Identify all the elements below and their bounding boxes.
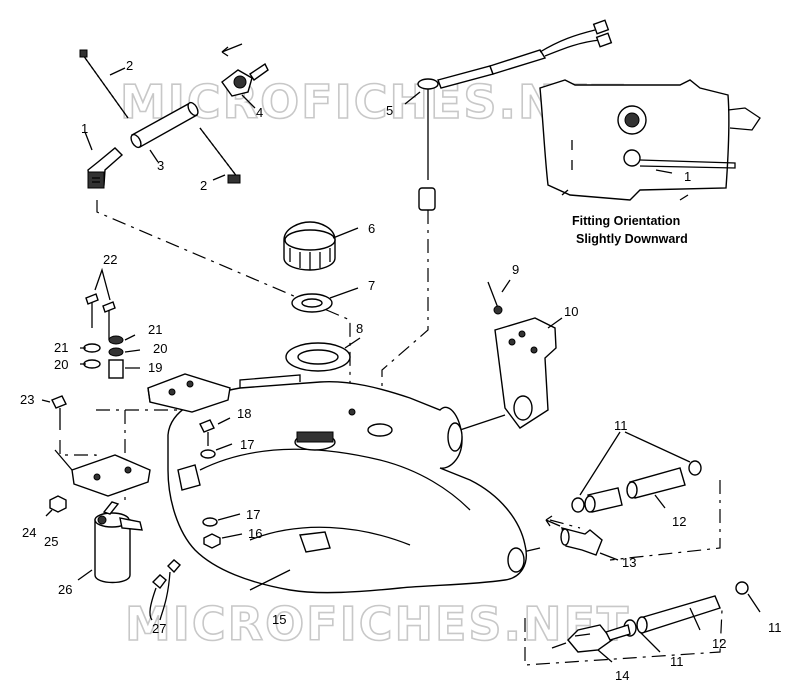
- callout-1: 1: [81, 121, 88, 136]
- fuel-filter-canister: [77, 501, 143, 584]
- inset-caption-line1: Fitting Orientation: [572, 214, 680, 228]
- washers-and-spacers: [80, 334, 141, 379]
- callout-25: 25: [44, 534, 58, 549]
- leader-15: [249, 569, 291, 591]
- callout-23: 23: [20, 392, 34, 407]
- callout-11-lower: 11: [670, 654, 684, 669]
- tank-outlet-fitting: [545, 515, 619, 561]
- callout-27: 27: [152, 621, 166, 636]
- callout-4: 4: [256, 105, 263, 120]
- callout-5: 5: [386, 103, 393, 118]
- hose-assembly-lower: [551, 581, 761, 663]
- callout-11-right: 11: [768, 620, 782, 635]
- callout-labels: 1 2 2 3 4 5 6 7 8 9 10 11 11 11 12 12 13…: [20, 58, 782, 683]
- fuel-hose-short: [130, 101, 199, 163]
- filler-neck-ring: [285, 337, 361, 372]
- callout-18: 18: [237, 406, 251, 421]
- hose-clamp-lower: [199, 127, 241, 184]
- callout-2-lower: 2: [200, 178, 207, 193]
- inset-caption-line2: Slightly Downward: [576, 232, 688, 246]
- callout-7: 7: [368, 278, 375, 293]
- inline-fuel-filter: [221, 43, 269, 109]
- callout-22: 22: [103, 252, 117, 267]
- callout-13: 13: [622, 555, 636, 570]
- hose-assembly-upper: [571, 431, 702, 513]
- bolt-18: [199, 417, 231, 446]
- washer-17-upper: [200, 443, 233, 459]
- fittings-27: [149, 559, 181, 621]
- mounting-bolts: [85, 267, 116, 340]
- callout-12-lower: 12: [712, 636, 726, 651]
- callout-17-lower: 17: [246, 507, 260, 522]
- tank-bracket: [487, 279, 563, 429]
- watermark-top: MICROFICHES.NET: [120, 75, 625, 129]
- washer-17-lower: [202, 513, 241, 527]
- callout-17-upper: 17: [240, 437, 254, 452]
- watermark-bottom: MICROFICHES.NET: [125, 597, 630, 651]
- callout-14: 14: [615, 668, 629, 683]
- callout-20-left: 20: [54, 357, 68, 372]
- callout-26: 26: [58, 582, 72, 597]
- callout-19: 19: [148, 360, 162, 375]
- nut-16: [203, 533, 243, 549]
- callout-2-upper: 2: [126, 58, 133, 73]
- callout-21-right: 21: [148, 322, 162, 337]
- callout-11-upper: 11: [614, 418, 628, 433]
- callout-20-right: 20: [153, 341, 167, 356]
- callout-6: 6: [368, 221, 375, 236]
- callout-15: 15: [272, 612, 286, 627]
- gas-cap: [283, 221, 359, 271]
- callout-12-upper: 12: [672, 514, 686, 529]
- cap-gasket: [291, 287, 359, 313]
- elbow-fitting: [84, 131, 124, 189]
- fitting-orientation-inset: 1 Fitting Orientation Slightly Downward: [539, 79, 761, 246]
- callout-24: 24: [22, 525, 36, 540]
- callout-16: 16: [248, 526, 262, 541]
- nut-24: [45, 495, 67, 517]
- fuel-tank: [167, 374, 527, 594]
- mounting-plate-upper: [147, 373, 231, 413]
- callout-10: 10: [564, 304, 578, 319]
- mounting-plate-lower: [71, 454, 151, 497]
- callout-3: 3: [157, 158, 164, 173]
- fuel-sender: [404, 19, 613, 211]
- callout-8: 8: [356, 321, 363, 336]
- hose-clamp-upper: [79, 49, 129, 119]
- callout-9: 9: [512, 262, 519, 277]
- callout-21-left: 21: [54, 340, 68, 355]
- callout-1-inset: 1: [684, 169, 691, 184]
- leader-25: [54, 449, 73, 471]
- bolt-23: [41, 395, 67, 430]
